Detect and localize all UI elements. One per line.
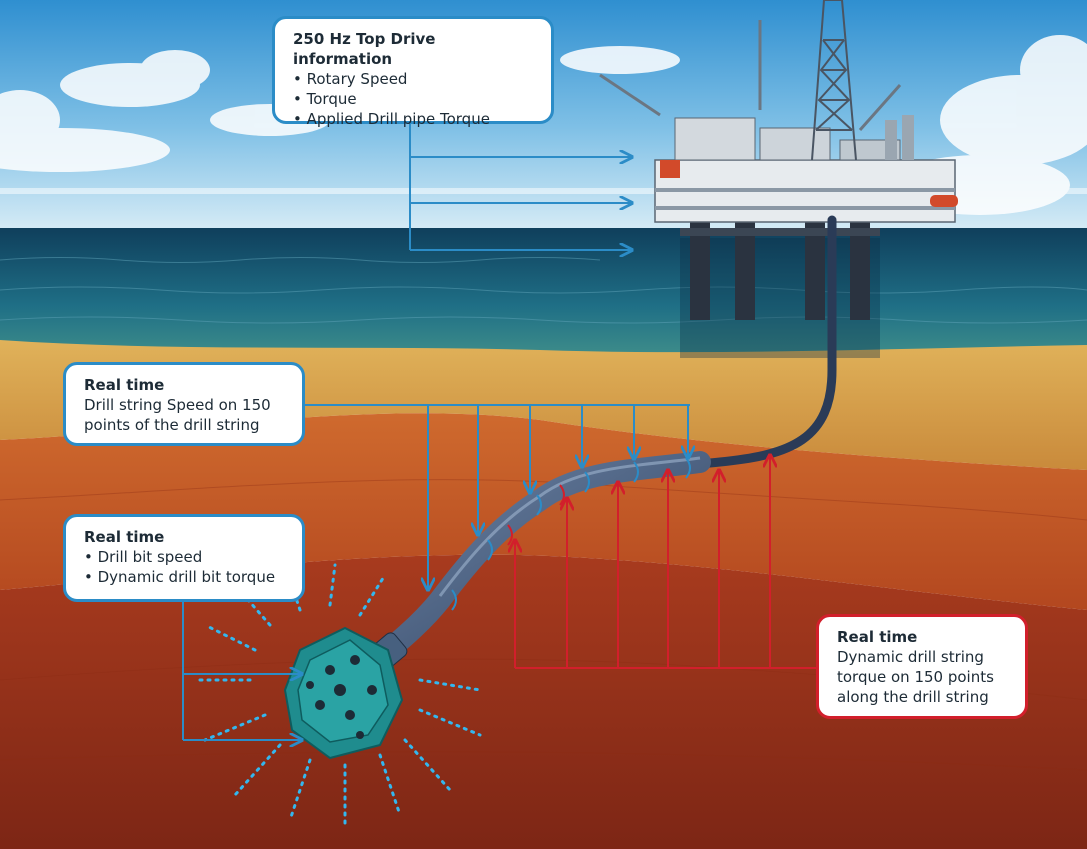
platform-cranes [599,20,902,131]
list-item: Drill bit speed [84,547,284,567]
drill-string-speed-title: Real time [84,376,165,394]
lower-rock-layer [0,554,1087,849]
top-drive-callout: 250 Hz Top Drive information Rotary Spee… [272,16,554,128]
drill-string-speed-callout: Real time Drill string Speed on 150 poin… [63,362,305,446]
drill-bit-callout: Real time Drill bit speed Dynamic drill … [63,514,305,602]
drill-string-sensor-rings [451,457,691,611]
top-drive-title: 250 Hz Top Drive information [293,30,436,68]
drill-bit-vibration-dots [198,563,482,827]
list-item: Dynamic drill bit torque [84,567,284,587]
drill-string-lower [359,451,711,676]
drill-string-speed-lines [305,404,690,590]
list-item: Applied Drill pipe Torque [293,109,533,129]
drill-string-highlight [438,456,701,597]
drill-bit-list: Drill bit speed Dynamic drill bit torque [84,547,284,587]
drill-string-speed-text: Drill string Speed on 150 points of the … [84,396,271,434]
list-item: Rotary Speed [293,69,533,89]
drill-bit-signal-lines [182,602,302,740]
drill-bit [283,626,408,760]
platform-reflection [680,238,880,358]
platform-deck [654,115,958,223]
drilling-derrick [811,0,857,161]
platform-legs [680,220,880,320]
top-drive-list: Rotary Speed Torque Applied Drill pipe T… [293,69,533,129]
drill-string-torque-callout: Real time Dynamic drill string torque on… [816,614,1028,719]
drill-bit-title: Real time [84,528,165,546]
top-drive-signal-lines [409,124,632,250]
drill-string-torque-lines [515,455,816,669]
list-item: Torque [293,89,533,109]
drill-string-torque-title: Real time [837,628,918,646]
drill-string-torque-text: Dynamic drill string torque on 150 point… [837,648,994,706]
sea-waves [0,257,1087,324]
